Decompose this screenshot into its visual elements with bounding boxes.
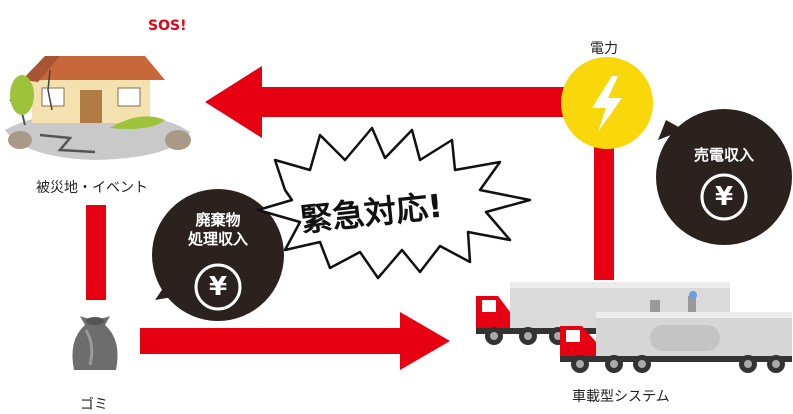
waste-income-label: 廃棄物 処理収入 bbox=[178, 211, 258, 249]
yen-icon: ¥ bbox=[208, 272, 228, 302]
damaged-house-icon bbox=[5, 56, 191, 160]
truck-system-icon bbox=[476, 282, 792, 373]
disaster-site-label: 被災地・イベント bbox=[36, 180, 148, 196]
power-label: 電力 bbox=[590, 41, 618, 57]
waste-income-line1: 廃棄物 bbox=[195, 211, 241, 229]
arrow-garbage-to-trucks bbox=[140, 312, 450, 370]
line-site-to-garbage bbox=[86, 205, 106, 300]
garbage-bag-icon bbox=[72, 316, 118, 370]
power-income-label: 売電収入 bbox=[693, 146, 754, 164]
arrow-power-to-site bbox=[205, 66, 580, 138]
lightning-bolt-icon bbox=[561, 57, 653, 149]
sos-label: SOS! bbox=[148, 18, 187, 34]
waste-income-line2: 処理収入 bbox=[187, 230, 248, 248]
line-trucks-to-power bbox=[594, 110, 614, 280]
garbage-label: ゴミ bbox=[80, 397, 108, 413]
emergency-burst bbox=[256, 126, 532, 280]
yen-icon: ¥ bbox=[714, 182, 734, 212]
waste-income-bubble bbox=[152, 189, 284, 321]
power-income-bubble bbox=[656, 109, 792, 245]
vehicle-system-label: 車載型システム bbox=[572, 389, 670, 405]
